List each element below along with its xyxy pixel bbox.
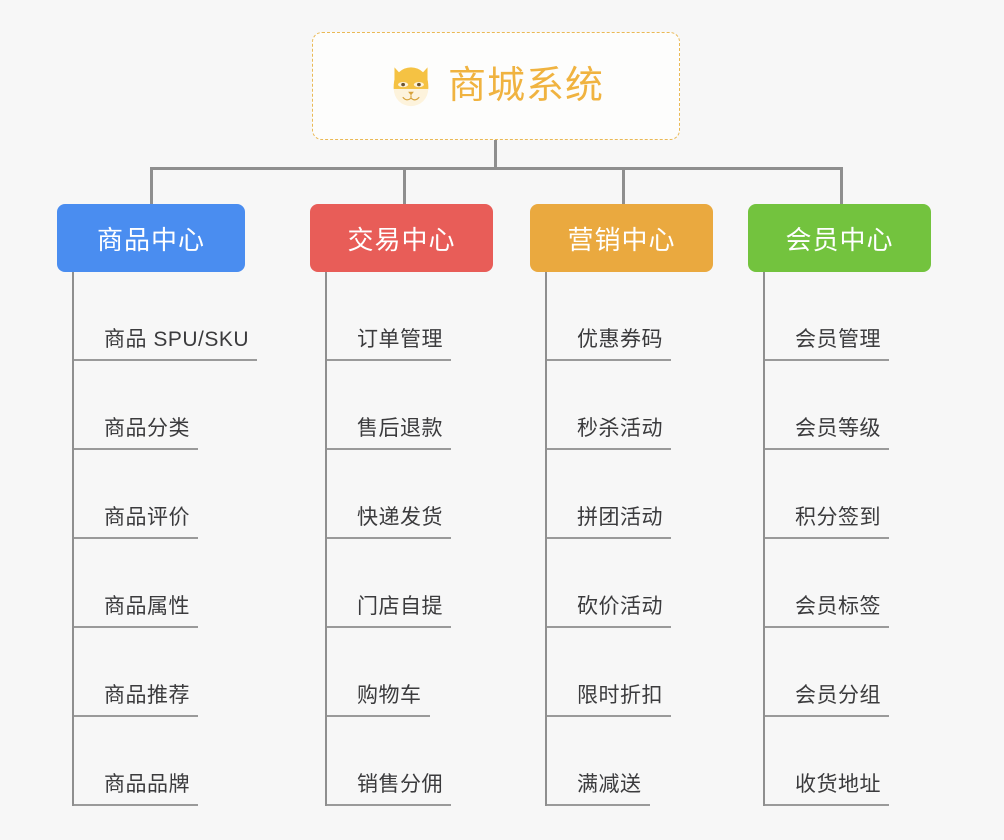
leaf-item[interactable]: 会员等级 — [748, 361, 931, 450]
leaf-label: 秒杀活动 — [547, 418, 671, 450]
leaf-label: 限时折扣 — [547, 685, 671, 717]
leaf-label: 会员等级 — [765, 418, 889, 450]
leaf-label: 会员分组 — [765, 685, 889, 717]
leaf-label: 门店自提 — [327, 596, 451, 628]
category-box-1[interactable]: 商品中心 — [57, 204, 245, 272]
leaf-label: 商品分类 — [74, 418, 198, 450]
category-column-3: 营销中心优惠券码秒杀活动拼团活动砍价活动限时折扣满减送 — [530, 204, 713, 806]
leaf-list-4: 会员管理会员等级积分签到会员标签会员分组收货地址 — [748, 272, 931, 806]
leaf-item[interactable]: 购物车 — [310, 628, 493, 717]
leaf-item[interactable]: 收货地址 — [748, 717, 931, 806]
leaf-item[interactable]: 商品分类 — [57, 361, 245, 450]
category-column-4: 会员中心会员管理会员等级积分签到会员标签会员分组收货地址 — [748, 204, 931, 806]
leaf-label: 销售分佣 — [327, 774, 451, 806]
leaf-spine-3 — [545, 272, 547, 806]
category-box-3[interactable]: 营销中心 — [530, 204, 713, 272]
leaf-item[interactable]: 商品品牌 — [57, 717, 245, 806]
leaf-item[interactable]: 会员标签 — [748, 539, 931, 628]
leaf-item[interactable]: 商品 SPU/SKU — [57, 272, 258, 361]
category-drop-line-4 — [840, 167, 843, 204]
leaf-label: 积分签到 — [765, 507, 889, 539]
leaf-item[interactable]: 售后退款 — [310, 361, 493, 450]
leaf-label: 收货地址 — [765, 774, 889, 806]
leaf-label: 商品推荐 — [74, 685, 198, 717]
leaf-label: 快递发货 — [327, 507, 451, 539]
category-box-4[interactable]: 会员中心 — [748, 204, 931, 272]
leaf-label: 订单管理 — [327, 329, 451, 361]
shiba-dog-face-icon — [393, 67, 429, 107]
root-connector-bus — [150, 167, 840, 170]
leaf-label: 商品 SPU/SKU — [74, 329, 258, 361]
leaf-item[interactable]: 砍价活动 — [530, 539, 713, 628]
leaf-list-1: 商品 SPU/SKU 商品分类商品评价商品属性商品推荐商品品牌 — [57, 272, 258, 806]
leaf-label: 砍价活动 — [547, 596, 671, 628]
category-column-1: 商品中心商品 SPU/SKU 商品分类商品评价商品属性商品推荐商品品牌 — [57, 204, 258, 806]
leaf-item[interactable]: 秒杀活动 — [530, 361, 713, 450]
leaf-label: 满减送 — [547, 774, 650, 806]
leaf-label: 优惠券码 — [547, 329, 671, 361]
leaf-spine-2 — [325, 272, 327, 806]
leaf-item[interactable]: 快递发货 — [310, 450, 493, 539]
category-label: 营销中心 — [567, 224, 676, 255]
root-node[interactable]: 商城系统 — [312, 32, 680, 140]
category-drop-line-1 — [150, 167, 153, 204]
leaf-label: 会员管理 — [765, 329, 889, 361]
leaf-item[interactable]: 商品属性 — [57, 539, 245, 628]
leaf-item[interactable]: 优惠券码 — [530, 272, 713, 361]
leaf-item[interactable]: 积分签到 — [748, 450, 931, 539]
leaf-label: 拼团活动 — [547, 507, 671, 539]
leaf-item[interactable]: 满减送 — [530, 717, 713, 806]
leaf-label: 售后退款 — [327, 418, 451, 450]
leaf-spine-4 — [763, 272, 765, 806]
category-label: 交易中心 — [347, 224, 456, 255]
leaf-item[interactable]: 会员分组 — [748, 628, 931, 717]
leaf-item[interactable]: 商品评价 — [57, 450, 245, 539]
leaf-item[interactable]: 拼团活动 — [530, 450, 713, 539]
category-box-2[interactable]: 交易中心 — [310, 204, 493, 272]
leaf-item[interactable]: 会员管理 — [748, 272, 931, 361]
category-label: 会员中心 — [785, 224, 894, 255]
leaf-label: 购物车 — [327, 685, 430, 717]
leaf-label: 会员标签 — [765, 596, 889, 628]
leaf-item[interactable]: 销售分佣 — [310, 717, 493, 806]
leaf-item[interactable]: 订单管理 — [310, 272, 493, 361]
leaf-item[interactable]: 限时折扣 — [530, 628, 713, 717]
leaf-spine-1 — [72, 272, 74, 806]
leaf-label: 商品属性 — [74, 596, 198, 628]
leaf-item[interactable]: 商品推荐 — [57, 628, 245, 717]
root-title: 商城系统 — [447, 65, 604, 107]
category-column-2: 交易中心订单管理售后退款快递发货门店自提购物车销售分佣 — [310, 204, 493, 806]
leaf-label: 商品评价 — [74, 507, 198, 539]
category-drop-line-3 — [622, 167, 625, 204]
leaf-list-2: 订单管理售后退款快递发货门店自提购物车销售分佣 — [310, 272, 493, 806]
leaf-list-3: 优惠券码秒杀活动拼团活动砍价活动限时折扣满减送 — [530, 272, 713, 806]
leaf-item[interactable]: 门店自提 — [310, 539, 493, 628]
root-connector-stem — [494, 140, 497, 170]
category-label: 商品中心 — [96, 224, 205, 255]
category-drop-line-2 — [403, 167, 406, 204]
leaf-label: 商品品牌 — [74, 774, 198, 806]
